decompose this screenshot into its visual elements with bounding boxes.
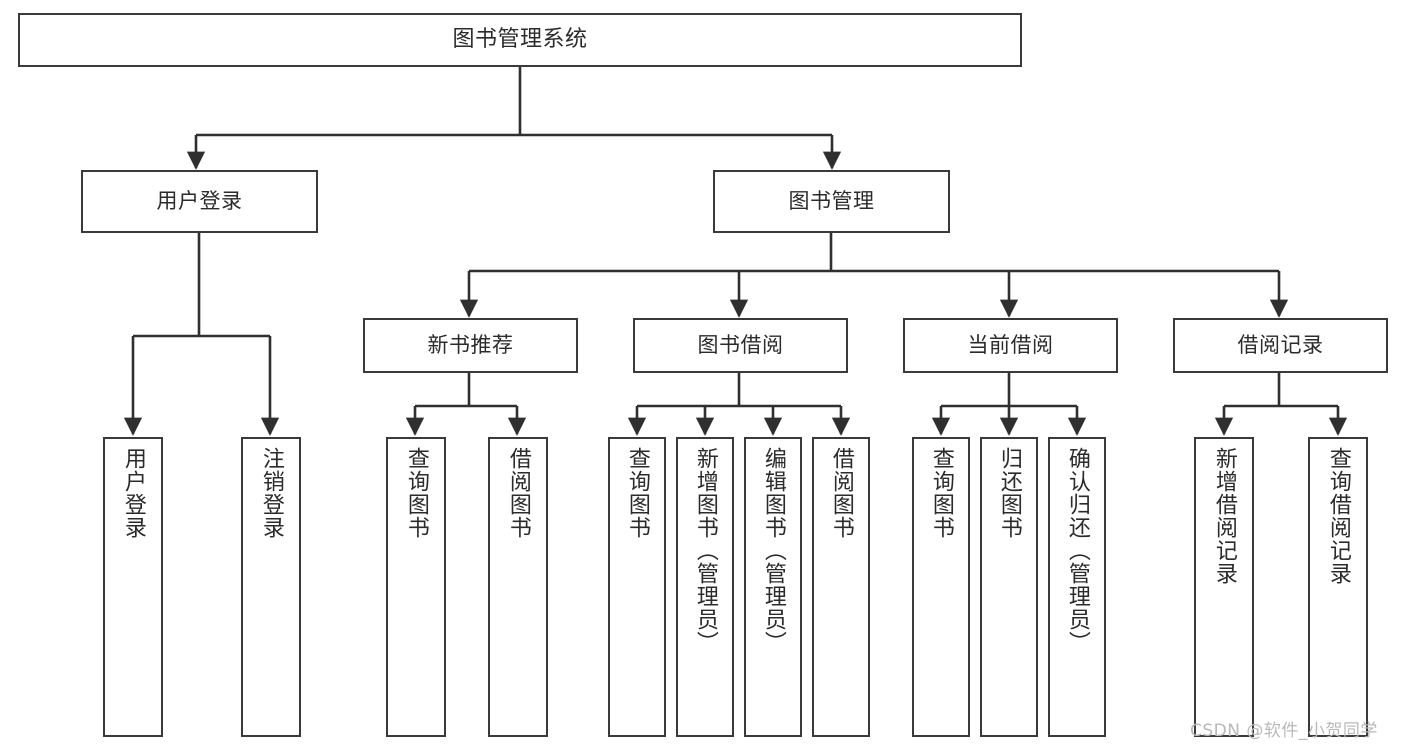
node-leaf-query-book-3[interactable]: 查询图书 bbox=[912, 437, 970, 737]
node-borrow-record[interactable]: 借阅记录 bbox=[1173, 318, 1388, 373]
node-label: 确认归还（管理员） bbox=[1064, 447, 1090, 654]
node-book-borrow[interactable]: 图书借阅 bbox=[633, 318, 848, 373]
node-label: 新书推荐 bbox=[427, 333, 514, 358]
node-label: 图书管理系统 bbox=[452, 27, 588, 53]
node-label: 图书管理 bbox=[788, 189, 875, 214]
node-leaf-add-book-admin[interactable]: 新增图书（管理员） bbox=[676, 437, 734, 737]
node-label: 编辑图书（管理员） bbox=[760, 447, 786, 654]
node-user-login[interactable]: 用户登录 bbox=[81, 170, 318, 233]
node-leaf-edit-book-admin[interactable]: 编辑图书（管理员） bbox=[744, 437, 802, 737]
node-label: 查询图书 bbox=[403, 447, 429, 539]
node-label: 查询图书 bbox=[928, 447, 954, 539]
node-label: 注销登录 bbox=[258, 447, 284, 539]
node-label: 用户登录 bbox=[120, 447, 146, 539]
node-label: 用户登录 bbox=[156, 189, 243, 214]
node-label: 查询借阅记录 bbox=[1325, 447, 1351, 585]
node-root-system[interactable]: 图书管理系统 bbox=[18, 13, 1022, 67]
node-leaf-borrow-book-1[interactable]: 借阅图书 bbox=[488, 437, 548, 737]
node-new-book-recommend[interactable]: 新书推荐 bbox=[363, 318, 578, 373]
node-leaf-confirm-return-admin[interactable]: 确认归还（管理员） bbox=[1048, 437, 1106, 737]
node-book-management[interactable]: 图书管理 bbox=[713, 170, 950, 233]
node-leaf-query-book-2[interactable]: 查询图书 bbox=[608, 437, 666, 737]
node-label: 查询图书 bbox=[624, 447, 650, 539]
node-label: 图书借阅 bbox=[697, 333, 784, 358]
node-leaf-logout-login[interactable]: 注销登录 bbox=[241, 437, 301, 737]
node-label: 借阅图书 bbox=[828, 447, 854, 539]
node-label: 借阅记录 bbox=[1237, 333, 1324, 358]
node-current-borrow[interactable]: 当前借阅 bbox=[903, 318, 1118, 373]
node-label: 新增借阅记录 bbox=[1211, 447, 1237, 585]
node-leaf-borrow-book-2[interactable]: 借阅图书 bbox=[812, 437, 870, 737]
node-leaf-query-borrow-record[interactable]: 查询借阅记录 bbox=[1308, 437, 1368, 737]
csdn-watermark: CSDN @软件_小贺同学 bbox=[1190, 721, 1378, 741]
node-leaf-query-book-1[interactable]: 查询图书 bbox=[386, 437, 446, 737]
node-label: 归还图书 bbox=[996, 447, 1022, 539]
node-label: 当前借阅 bbox=[967, 333, 1054, 358]
node-leaf-user-login[interactable]: 用户登录 bbox=[103, 437, 163, 737]
node-label: 新增图书（管理员） bbox=[692, 447, 718, 654]
node-leaf-return-book[interactable]: 归还图书 bbox=[980, 437, 1038, 737]
node-label: 借阅图书 bbox=[505, 447, 531, 539]
node-leaf-add-borrow-record[interactable]: 新增借阅记录 bbox=[1194, 437, 1254, 737]
